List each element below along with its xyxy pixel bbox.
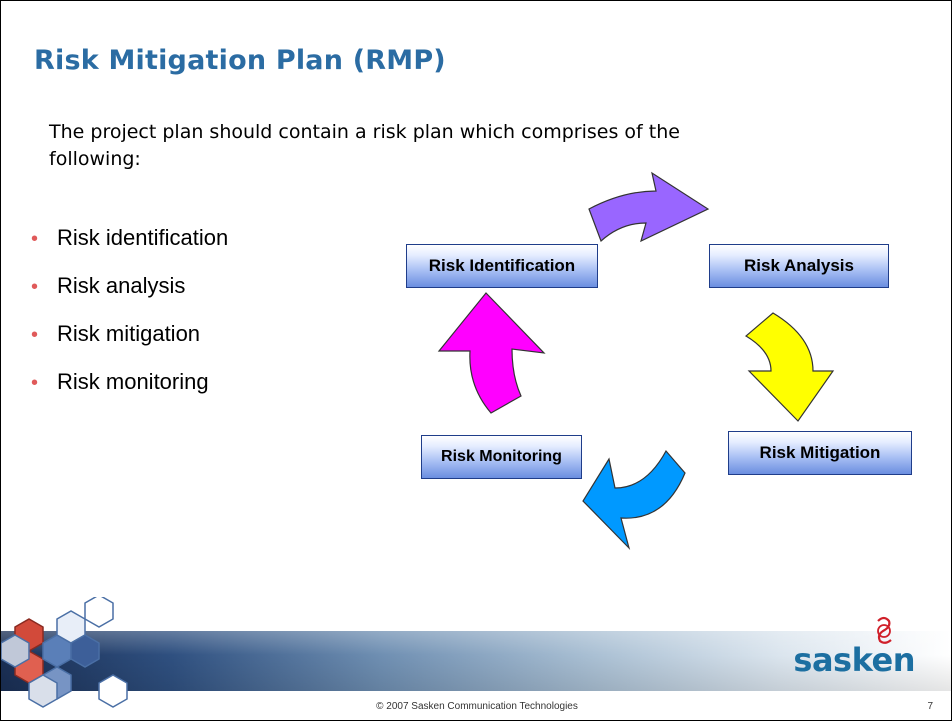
- footer-band: [1, 631, 951, 691]
- sasken-logo-mark-icon: [877, 616, 892, 644]
- bullet-item: • Risk mitigation: [31, 319, 228, 367]
- risk-analysis-box: Risk Analysis: [709, 244, 889, 288]
- bullet-dot-icon: •: [31, 372, 39, 394]
- bullet-label: Risk monitoring: [57, 369, 209, 394]
- bullet-item: • Risk analysis: [31, 271, 228, 319]
- arrow-left-icon: [437, 292, 546, 414]
- risk-mitigation-box: Risk Mitigation: [728, 431, 912, 475]
- bullet-item: • Risk identification: [31, 223, 228, 271]
- bullet-dot-icon: •: [31, 324, 39, 346]
- slide-title: Risk Mitigation Plan (RMP): [34, 45, 446, 76]
- bullet-label: Risk identification: [57, 225, 229, 250]
- arrow-top-icon: [588, 171, 710, 243]
- bullet-label: Risk analysis: [57, 273, 186, 298]
- bullet-dot-icon: •: [31, 228, 39, 250]
- intro-text: The project plan should contain a risk p…: [49, 121, 680, 170]
- sasken-logo: sasken: [793, 641, 915, 679]
- footer-shine: [1, 631, 951, 691]
- bullet-list: • Risk identification • Risk analysis • Ris…: [31, 223, 228, 415]
- arrow-right-icon: [744, 312, 835, 422]
- bullet-label: Risk mitigation: [57, 321, 201, 346]
- risk-identification-box: Risk Identification: [406, 244, 598, 288]
- hexagon-decoration-icon: [1, 597, 128, 708]
- risk-monitoring-box: Risk Monitoring: [421, 435, 582, 479]
- bullet-item: • Risk monitoring: [31, 367, 228, 415]
- arrow-bottom-icon: [582, 449, 686, 551]
- copyright-text: © 2007 Sasken Communication Technologies: [376, 701, 578, 712]
- bullet-dot-icon: •: [31, 276, 39, 298]
- page-number: 7: [927, 701, 933, 712]
